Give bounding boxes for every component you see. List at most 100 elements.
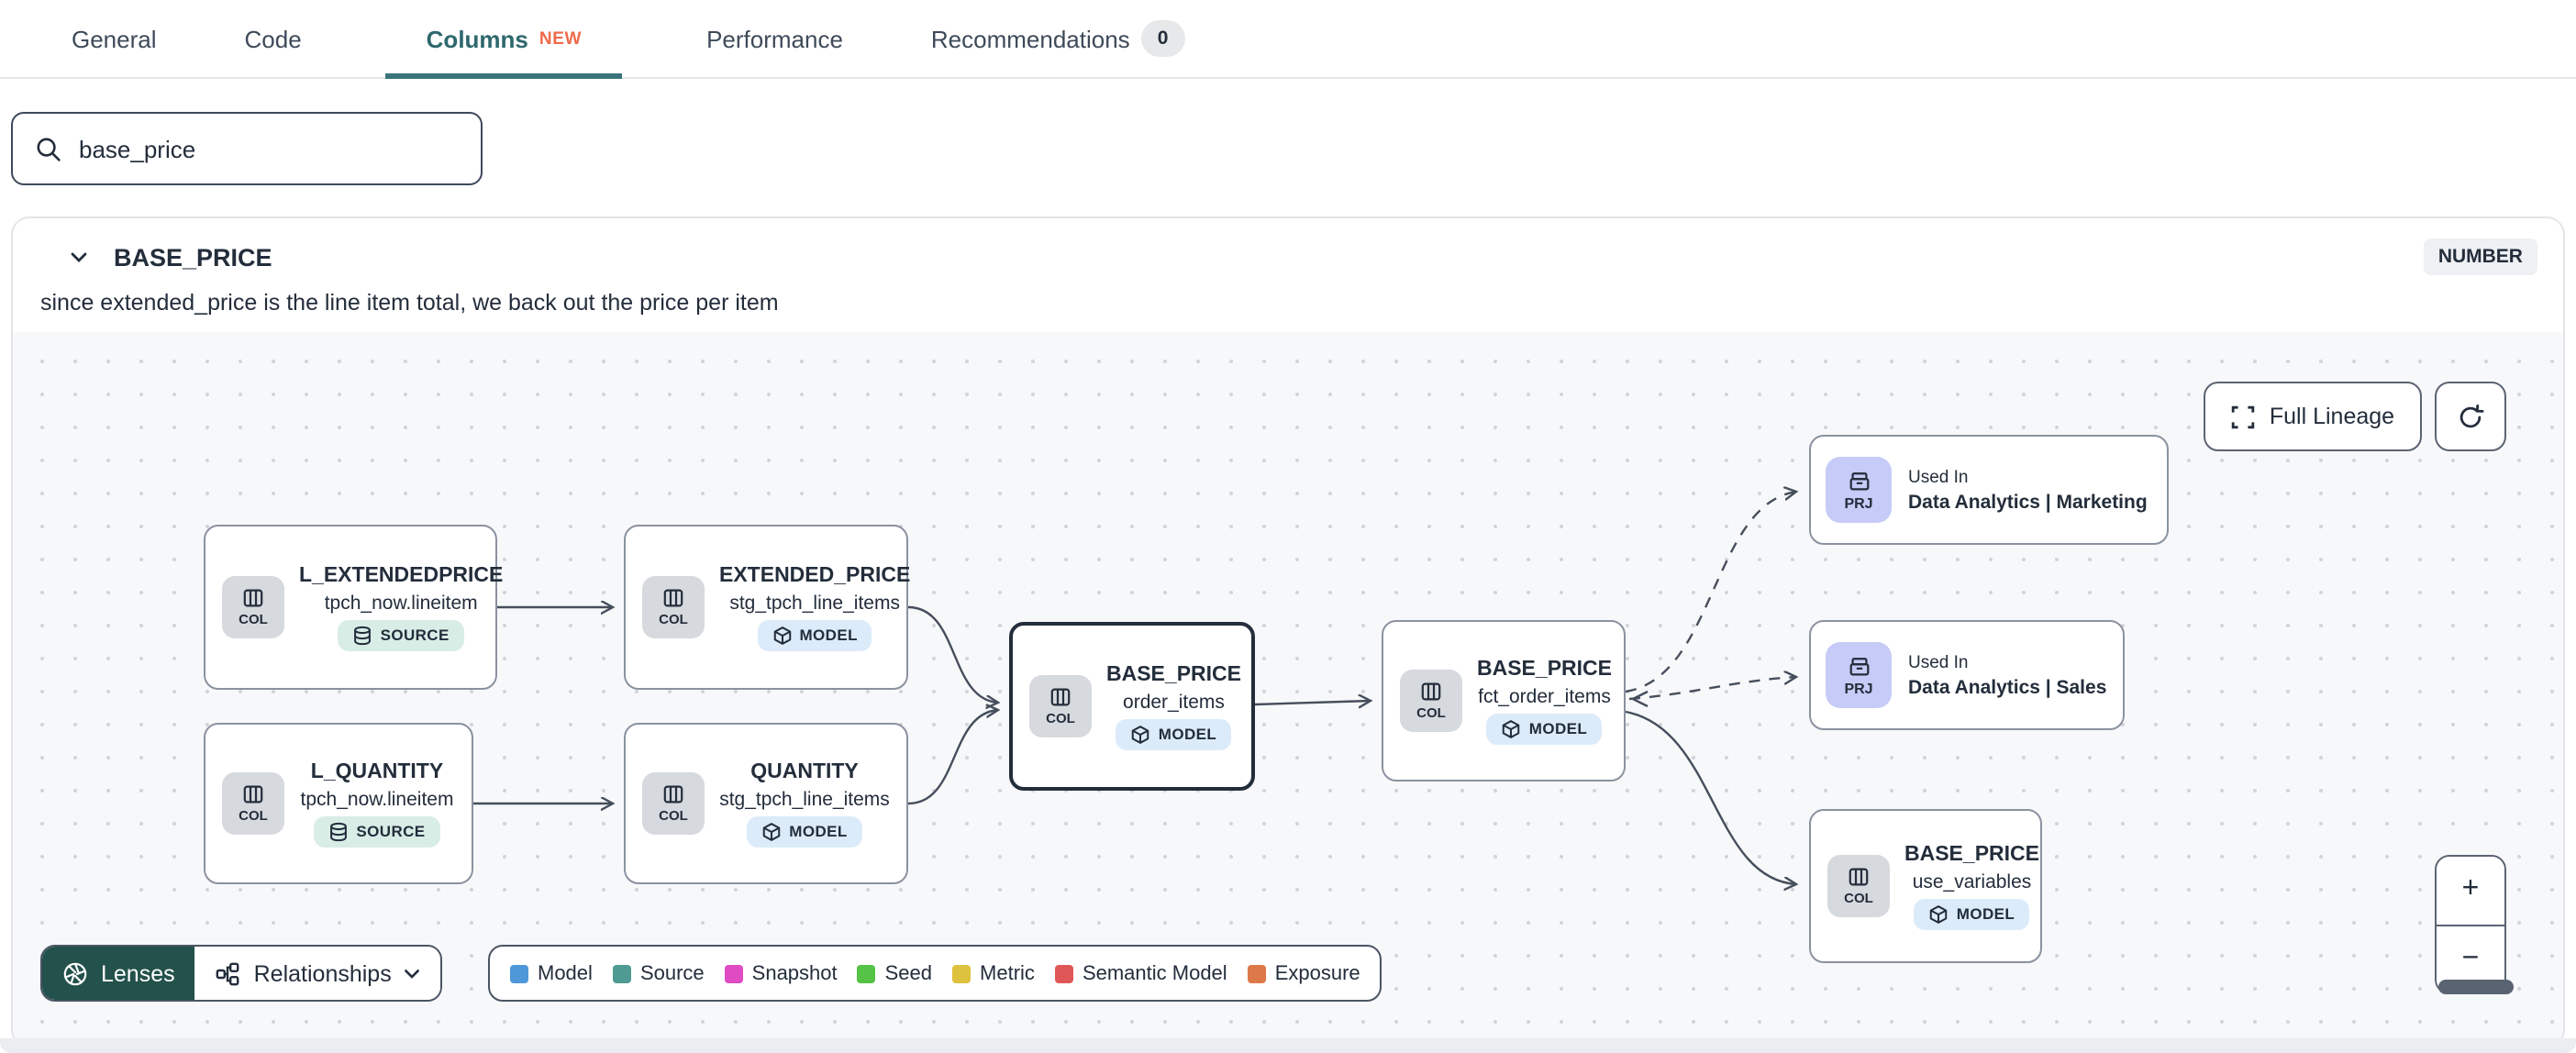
tab-label: Performance [706,25,843,52]
refresh-button[interactable] [2435,382,2506,451]
used-in-label: Used In [1908,652,1969,672]
columns-icon [662,587,684,609]
columns-icon [1049,686,1071,708]
chip-label: COL [239,611,268,627]
resource-badge: MODEL [1486,713,1603,744]
legend-swatch [1247,964,1266,982]
chip-label: COL [239,807,268,824]
relationships-dropdown[interactable]: Relationships [194,947,441,1000]
node-title: L_QUANTITY [310,760,444,782]
aperture-icon [62,960,88,986]
search-icon [35,135,62,162]
search-input[interactable] [79,135,459,162]
tab-label: Columns [426,25,528,52]
cube-icon [1502,718,1522,738]
lineage-node-base-price-use-variables[interactable]: COL BASE_PRICE use_variables MODEL [1809,809,2042,963]
node-title: QUANTITY [750,760,859,782]
tab-label: Recommendations [930,25,1130,52]
resource-badge: MODEL [1116,718,1232,749]
database-icon [353,625,373,645]
legend-item-model: Model [510,962,593,984]
chip-label: COL [1844,890,1873,906]
column-type-badge: NUMBER [2423,238,2537,275]
node-subtitle: order_items [1123,691,1225,713]
expand-icon [2231,405,2255,428]
columns-icon [662,783,684,805]
tab-code[interactable]: Code [241,0,305,77]
project-name: Data Analytics | Marketing [1908,491,2148,513]
node-title: L_EXTENDEDPRICE [299,564,504,586]
lineage-node-used-in-sales[interactable]: PRJ Used In Data Analytics | Sales [1809,620,2125,730]
resource-badge: SOURCE [314,815,440,847]
node-subtitle: tpch_now.lineitem [324,592,478,614]
legend-swatch [857,964,876,982]
lineage-node-base-price-fct-order-items[interactable]: COL BASE_PRICE fct_order_items MODEL [1382,620,1626,781]
resource-badge: SOURCE [338,619,464,650]
column-description: since extended_price is the line item to… [40,290,779,316]
columns-icon [1848,866,1870,888]
column-chip: COL [1029,675,1092,737]
tab-bar: General Code Columns NEW Performance Rec… [0,0,2576,79]
column-chip: COL [642,576,705,638]
column-chip: COL [222,576,284,638]
legend-swatch [952,964,972,982]
lineage-legend: Model Source Snapshot Seed Metric Semant… [488,945,1382,1002]
archive-icon [1847,469,1871,493]
scrollbar-thumb[interactable] [2438,980,2514,994]
chip-label: COL [1416,704,1446,721]
search-row [0,79,2576,185]
chip-label: COL [659,807,688,824]
cube-icon [1131,724,1151,744]
legend-item-source: Source [612,962,705,984]
tab-general[interactable]: General [68,0,161,77]
search-box[interactable] [11,112,483,185]
horizontal-scrollbar-track[interactable] [0,1038,2576,1053]
lineage-node-l-quantity[interactable]: COL L_QUANTITY tpch_now.lineitem SOURCE [204,723,473,884]
node-subtitle: tpch_now.lineitem [300,788,454,810]
node-title: BASE_PRICE [1904,843,2039,865]
cube-icon [1929,903,1949,924]
lineage-node-quantity[interactable]: COL QUANTITY stg_tpch_line_items MODEL [624,723,908,884]
collapse-button[interactable] [62,242,95,272]
node-title: EXTENDED_PRICE [719,564,911,586]
project-chip: PRJ [1826,457,1892,523]
legend-item-seed: Seed [857,962,932,984]
column-name: BASE_PRICE [114,243,272,271]
database-icon [328,821,349,841]
lineage-node-base-price-order-items[interactable]: COL BASE_PRICE order_items MODEL [1009,622,1255,791]
cube-icon [761,821,782,841]
lineage-node-used-in-marketing[interactable]: PRJ Used In Data Analytics | Marketing [1809,435,2169,545]
lineage-edges [473,332,2563,1047]
legend-item-metric: Metric [952,962,1035,984]
chevron-down-icon [405,968,421,979]
zoom-in-button[interactable]: + [2437,857,2504,924]
full-lineage-button[interactable]: Full Lineage [2204,382,2422,451]
used-in-label: Used In [1908,467,1969,487]
cube-icon [772,625,792,645]
node-subtitle: use_variables [1912,870,2032,892]
legend-item-semantic-model: Semantic Model [1054,962,1227,984]
legend-item-snapshot: Snapshot [724,962,838,984]
column-chip: COL [1827,855,1890,917]
resource-badge: MODEL [1914,898,2030,929]
tab-performance[interactable]: Performance [703,0,847,77]
node-subtitle: stg_tpch_line_items [719,788,890,810]
legend-swatch [1054,964,1073,982]
tab-columns[interactable]: Columns NEW [385,0,622,79]
archive-icon [1847,654,1871,678]
lineage-node-extended-price[interactable]: COL EXTENDED_PRICE stg_tpch_line_items M… [624,525,911,690]
chip-label: PRJ [1844,494,1873,511]
node-subtitle: fct_order_items [1478,685,1611,707]
columns-icon [242,587,264,609]
lineage-canvas[interactable]: COL L_EXTENDEDPRICE tpch_now.lineitem SO… [13,332,2563,1047]
columns-icon [1420,681,1442,703]
lineage-node-l-extendedprice[interactable]: COL L_EXTENDEDPRICE tpch_now.lineitem SO… [204,525,503,690]
node-subtitle: stg_tpch_line_items [729,592,900,614]
chip-label: COL [1046,710,1075,726]
lenses-button[interactable]: Lenses [42,947,195,1000]
project-name: Data Analytics | Sales [1908,676,2107,698]
tab-recommendations[interactable]: Recommendations 0 [927,0,1188,77]
column-panel-header: BASE_PRICE NUMBER [13,218,2563,275]
tab-label: Code [244,25,302,52]
zoom-controls: + − [2435,855,2506,994]
